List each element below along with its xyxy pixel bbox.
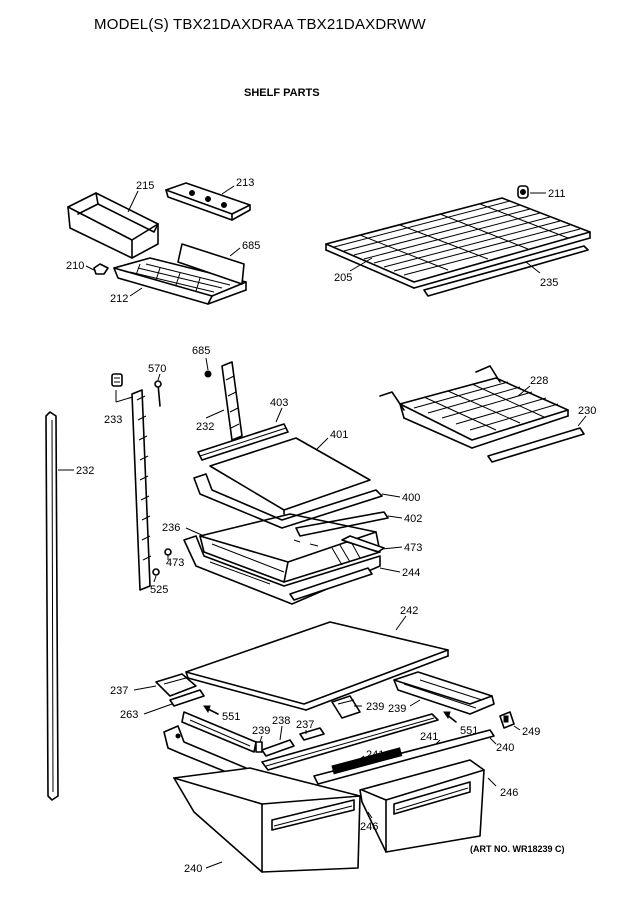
part-232-left-rail (45, 411, 59, 801)
callout-249: 249 (522, 726, 540, 738)
part-241-lower-rail (313, 729, 495, 785)
callout-237-left: 237 (110, 685, 128, 697)
callout-239-left: 239 (252, 725, 270, 737)
callout-241-right: 241 (420, 731, 438, 743)
part-235-shelf-trim (423, 245, 589, 297)
callout-240-left: 240 (184, 863, 202, 875)
callout-685-mid: 685 (192, 345, 210, 357)
part-401-glass-shelf (209, 437, 371, 515)
callout-400: 400 (402, 492, 420, 504)
part-570-screw (154, 380, 162, 407)
callout-230: 230 (578, 405, 596, 417)
callout-237-center: 237 (296, 719, 314, 731)
part-403-trim (197, 423, 289, 461)
callout-263: 263 (120, 709, 138, 721)
callout-242: 242 (400, 605, 418, 617)
callout-246-center: 246 (360, 821, 378, 833)
part-210-clip (93, 263, 109, 275)
part-228-wire-shelf (379, 365, 569, 449)
callout-239-right: 239 (388, 703, 406, 715)
part-240-left-drawer (173, 767, 361, 873)
callout-240-right: 240 (496, 742, 514, 754)
model-title: MODEL(S) TBX21DAXDRAA TBX21DAXDRWW (94, 16, 427, 33)
part-233-bracket (111, 373, 123, 387)
art-number: (ART NO. WR18239 C) (470, 844, 565, 854)
part-237-center-cap (299, 727, 325, 741)
callout-473-left: 473 (166, 557, 184, 569)
part-238-cap (261, 739, 295, 757)
callout-232-upper: 232 (196, 421, 214, 433)
part-551-right-arrow (443, 711, 457, 723)
callout-401: 401 (330, 429, 348, 441)
part-685-screw (204, 370, 212, 378)
callout-215: 215 (136, 180, 154, 192)
callout-246-right: 246 (500, 787, 518, 799)
part-239-left-clip (255, 741, 263, 753)
callout-232-left: 232 (76, 465, 94, 477)
callout-212: 212 (110, 293, 128, 305)
part-263-trim (169, 689, 205, 707)
callout-551-left: 551 (222, 711, 240, 723)
part-242-glass-cover (185, 621, 449, 711)
part-246-right-drawer (359, 759, 485, 853)
part-249-clip (499, 711, 515, 729)
callout-402: 402 (404, 513, 422, 525)
callout-205: 205 (334, 272, 352, 284)
callout-403: 403 (270, 397, 288, 409)
part-402-trim (295, 511, 389, 537)
part-473-rail (341, 535, 385, 553)
part-213-dairy-door (165, 182, 251, 221)
callout-211: 211 (548, 188, 566, 200)
part-473-clip (164, 548, 172, 556)
callout-241-center: 241 (366, 749, 384, 761)
callout-235: 235 (540, 277, 558, 289)
part-212-dairy-shelf (113, 243, 247, 305)
part-230-trim (487, 427, 585, 463)
callout-239-center: 239 (366, 701, 384, 713)
callout-236: 236 (162, 522, 180, 534)
part-205-wire-shelf (325, 197, 591, 289)
callout-685-top: 685 (242, 240, 260, 252)
part-525-screw (152, 568, 160, 576)
section-subtitle: SHELF PARTS (244, 87, 320, 99)
part-244-shelf-support (183, 535, 381, 605)
part-211-end-cap (517, 185, 529, 199)
part-215-dairy-bin (67, 192, 159, 259)
callout-210: 210 (66, 260, 84, 272)
part-400-shelf-frame (193, 473, 383, 529)
callout-570: 570 (148, 363, 166, 375)
part-241-center-rail (261, 713, 439, 771)
part-237-left-cap (155, 673, 197, 697)
part-232-center-rail (131, 389, 152, 591)
callout-213: 213 (236, 177, 254, 189)
callout-473-right: 473 (404, 542, 422, 554)
callout-233: 233 (104, 414, 122, 426)
part-239-center-clip (331, 695, 361, 719)
part-232-upper-rail (221, 361, 243, 441)
callout-238: 238 (272, 715, 290, 727)
callout-244: 244 (402, 567, 420, 579)
callout-228: 228 (530, 375, 548, 387)
part-239-right-rail (393, 671, 495, 715)
callout-525: 525 (150, 584, 168, 596)
part-551-left-arrow (203, 705, 219, 715)
